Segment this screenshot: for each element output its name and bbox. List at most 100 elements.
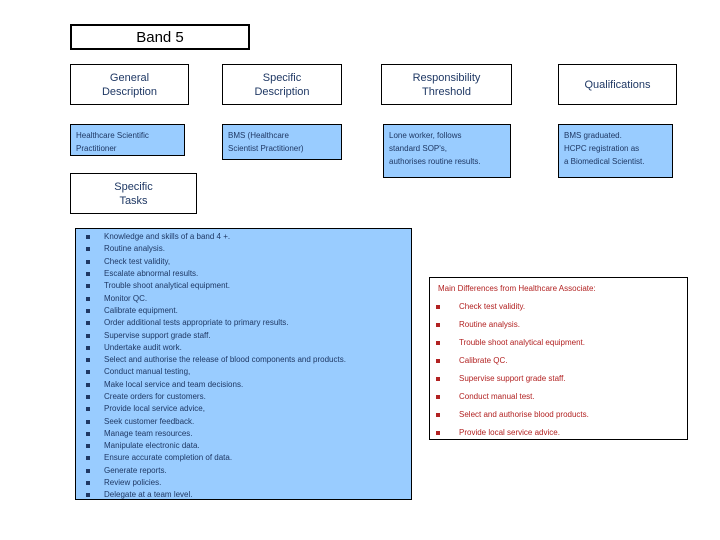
square-bullet-icon: [86, 284, 90, 289]
header-responsibility-threshold: Responsibility Threshold: [381, 64, 512, 105]
list-item-text: Trouble shoot analytical equipment.: [459, 338, 585, 347]
square-bullet-icon: [436, 377, 440, 381]
square-bullet-icon: [86, 358, 90, 363]
list-item-text: Provide local service advice.: [459, 428, 560, 437]
list-item: Provide local service advice,: [86, 403, 407, 415]
list-item: Provide local service advice.: [430, 424, 687, 439]
square-bullet-icon: [86, 444, 90, 449]
list-item-text: Routine analysis.: [459, 320, 520, 329]
list-item: Select and authorise blood products.: [430, 406, 687, 424]
list-item: Check test validity.: [430, 298, 687, 316]
list-item-text: Calibrate QC.: [459, 356, 508, 365]
list-item-text: Routine analysis.: [104, 244, 165, 254]
list-item-text: Provide local service advice,: [104, 404, 205, 414]
list-item: Conduct manual test.: [430, 388, 687, 406]
cell-responsibility-threshold: Lone worker, follows standard SOP's, aut…: [383, 124, 511, 178]
square-bullet-icon: [86, 321, 90, 326]
list-item-text: Knowledge and skills of a band 4 +.: [104, 232, 231, 242]
list-item: Trouble shoot analytical equipment.: [86, 280, 407, 292]
square-bullet-icon: [86, 456, 90, 461]
header-general-description: General Description: [70, 64, 189, 105]
list-item: Create orders for customers.: [86, 391, 407, 403]
list-item-text: Order additional tests appropriate to pr…: [104, 318, 289, 328]
square-bullet-icon: [86, 296, 90, 301]
list-item-text: Supervise support grade staff.: [459, 374, 566, 383]
specific-tasks-header: Specific Tasks: [70, 173, 197, 214]
square-bullet-icon: [86, 235, 90, 240]
square-bullet-icon: [436, 305, 440, 309]
square-bullet-icon: [86, 308, 90, 313]
list-item-text: Monitor QC.: [104, 293, 148, 303]
list-item: Supervise support grade staff.: [430, 370, 687, 388]
band-title-box: Band 5: [70, 24, 250, 50]
list-item: Seek customer feedback.: [86, 415, 407, 427]
square-bullet-icon: [86, 272, 90, 277]
list-item: Ensure accurate completion of data.: [86, 452, 407, 464]
list-item-text: Seek customer feedback.: [104, 416, 195, 426]
list-item: Supervise support grade staff.: [86, 329, 407, 341]
list-item-text: Review policies.: [104, 478, 162, 488]
list-item-text: Ensure accurate completion of data.: [104, 453, 233, 463]
square-bullet-icon: [436, 431, 440, 435]
square-bullet-icon: [86, 345, 90, 350]
list-item: Trouble shoot analytical equipment.: [430, 334, 687, 352]
list-item-text: Undertake audit work.: [104, 342, 182, 352]
square-bullet-icon: [86, 493, 90, 498]
list-item: Escalate abnormal results.: [86, 268, 407, 280]
square-bullet-icon: [86, 407, 90, 412]
list-item-text: Select and authorise blood products.: [459, 410, 589, 419]
list-item-text: Conduct manual testing,: [104, 367, 191, 377]
list-item: Select and authorise the release of bloo…: [86, 354, 407, 366]
square-bullet-icon: [86, 431, 90, 436]
list-item-text: Delegate at a team level.: [104, 490, 193, 500]
list-item-text: Check test validity.: [459, 302, 526, 311]
square-bullet-icon: [436, 359, 440, 363]
square-bullet-icon: [86, 468, 90, 473]
list-item: Knowledge and skills of a band 4 +.: [86, 231, 407, 243]
list-item: Monitor QC.: [86, 292, 407, 304]
header-specific-description: Specific Description: [222, 64, 342, 105]
list-item: Calibrate equipment.: [86, 305, 407, 317]
list-item-text: Check test validity,: [104, 256, 171, 266]
list-item-text: Manipulate electronic data.: [104, 441, 200, 451]
list-item: Manage team resources.: [86, 428, 407, 440]
list-item: Manipulate electronic data.: [86, 440, 407, 452]
list-item: Review policies.: [86, 477, 407, 489]
header-qualifications: Qualifications: [558, 64, 677, 105]
list-item-text: Supervise support grade staff.: [104, 330, 211, 340]
list-item: Check test validity,: [86, 256, 407, 268]
band-title: Band 5: [136, 28, 184, 46]
list-item-text: Generate reports.: [104, 465, 167, 475]
list-item: Calibrate QC.: [430, 352, 687, 370]
square-bullet-icon: [86, 247, 90, 252]
list-item: Routine analysis.: [430, 316, 687, 334]
list-item-text: Trouble shoot analytical equipment.: [104, 281, 230, 291]
differences-panel: Main Differences from Healthcare Associa…: [429, 277, 688, 440]
specific-tasks-list: Knowledge and skills of a band 4 +. Routi…: [75, 228, 412, 500]
square-bullet-icon: [436, 395, 440, 399]
list-item: Generate reports.: [86, 465, 407, 477]
square-bullet-icon: [86, 481, 90, 486]
list-item: Conduct manual testing,: [86, 366, 407, 378]
square-bullet-icon: [86, 333, 90, 338]
square-bullet-icon: [436, 413, 440, 417]
square-bullet-icon: [436, 323, 440, 327]
list-item: Order additional tests appropriate to pr…: [86, 317, 407, 329]
square-bullet-icon: [86, 382, 90, 387]
square-bullet-icon: [86, 259, 90, 264]
cell-qualifications: BMS graduated. HCPC registration as a Bi…: [558, 124, 673, 178]
list-item-text: Conduct manual test.: [459, 392, 535, 401]
list-item-text: Create orders for customers.: [104, 392, 206, 401]
list-item-text: Escalate abnormal results.: [104, 269, 199, 279]
square-bullet-icon: [436, 341, 440, 345]
differences-list: Check test validity. Routine analysis. Tro…: [430, 298, 687, 439]
differences-header: Main Differences from Healthcare Associa…: [438, 284, 596, 293]
cell-general-description: Healthcare Scientific Practitioner: [70, 124, 185, 156]
list-item-text: Calibrate equipment.: [104, 305, 178, 315]
square-bullet-icon: [86, 419, 90, 424]
square-bullet-icon: [86, 395, 90, 399]
list-item: Delegate at a team level.: [86, 489, 407, 500]
list-item-text: Select and authorise the release of bloo…: [104, 355, 346, 365]
cell-specific-description: BMS (Healthcare Scientist Practitioner): [222, 124, 342, 160]
